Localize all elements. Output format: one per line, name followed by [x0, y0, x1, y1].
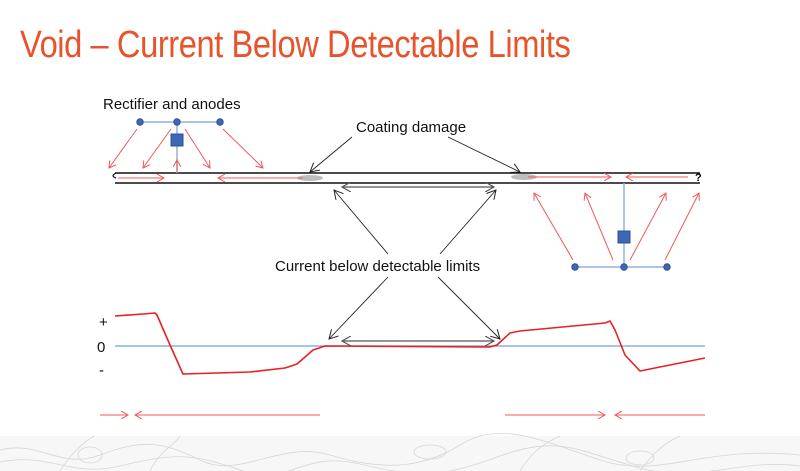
- slide-title: Void – Current Below Detectable Limits: [20, 24, 571, 66]
- rectifier-right: [571, 183, 671, 271]
- axis-minus-label: -: [99, 362, 104, 379]
- pipe-end-mark: ?: [695, 172, 702, 184]
- axis-plus-label: +: [99, 314, 108, 331]
- coating-damage-spot-right: [511, 174, 537, 180]
- topographic-background: [0, 432, 800, 471]
- potential-curve: [114, 312, 706, 375]
- pointer-arrows: [310, 136, 520, 339]
- anode-icon: [173, 118, 181, 126]
- pipeline: ?: [112, 172, 702, 184]
- anode-icon: [216, 118, 224, 126]
- rectifier-left: [136, 118, 224, 173]
- anode-icon: [571, 263, 579, 271]
- anode-icon: [620, 263, 628, 271]
- current-arrows-left: [109, 128, 303, 178]
- current-arrows-right: [528, 177, 699, 261]
- rectifier-box-icon: [170, 133, 184, 147]
- current-below-label: Current below detectable limits: [275, 258, 480, 275]
- coating-damage-label: Coating damage: [356, 119, 466, 136]
- anode-icon: [136, 118, 144, 126]
- potential-profile: + 0 -: [97, 312, 706, 379]
- anode-icon: [663, 263, 671, 271]
- rectifier-box-icon: [617, 230, 631, 244]
- coating-damage-spot-left: [297, 175, 323, 181]
- rectifier-label: Rectifier and anodes: [103, 96, 241, 113]
- axis-zero-label: 0: [97, 339, 105, 356]
